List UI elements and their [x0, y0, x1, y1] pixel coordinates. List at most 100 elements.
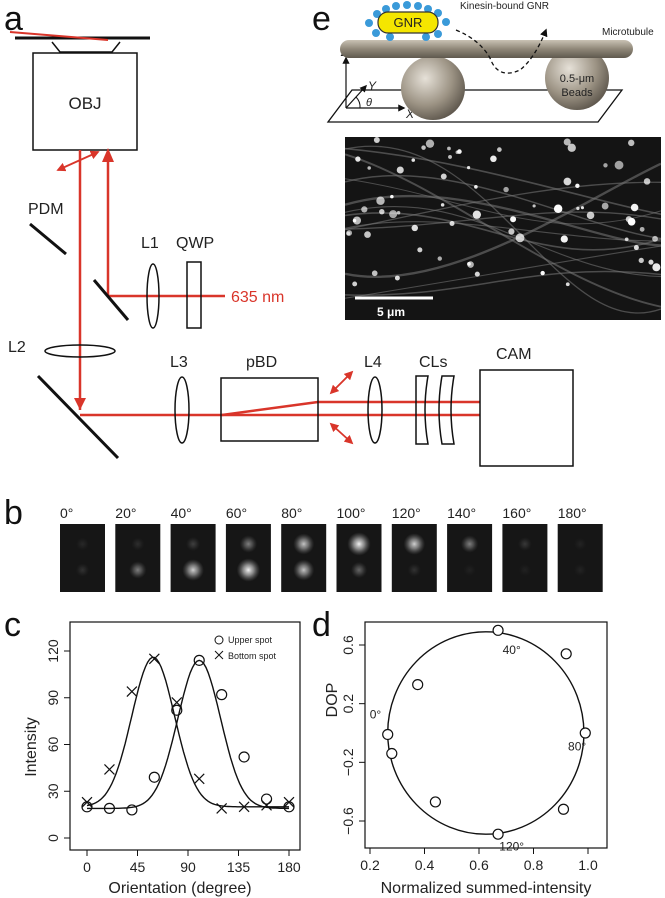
- bead-spot: [373, 137, 380, 143]
- strip-lower-spot: [350, 561, 368, 579]
- strip-lower-spot: [236, 558, 261, 582]
- bead-spot: [371, 270, 378, 277]
- dop-point: [579, 727, 591, 739]
- bead-spot: [474, 185, 478, 189]
- c-ytick-label: 60: [45, 737, 61, 753]
- strip-angle-label: 100°: [337, 505, 366, 521]
- bead-spot: [503, 186, 509, 193]
- cyl-lens-1: [415, 375, 429, 445]
- strip-angle-label: 120°: [392, 505, 421, 521]
- upper-spot-point: [81, 801, 93, 813]
- bead-spot: [411, 158, 416, 162]
- bead-spot: [624, 237, 629, 242]
- micrograph-content: [345, 137, 661, 314]
- mirror-bottom: [36, 374, 120, 460]
- bead-spot: [352, 216, 362, 225]
- evanescent-beam: [9, 31, 109, 41]
- bead-spot: [532, 204, 536, 208]
- d-ytick-label: 0.2: [340, 694, 356, 714]
- bottom-spot-point: [148, 653, 160, 665]
- microtubule-rod: [340, 40, 633, 58]
- microtubule-filament: [345, 178, 661, 225]
- c-ytick-label: 30: [45, 783, 61, 799]
- polarization-arrow-upper: [329, 370, 354, 395]
- bead-spot: [472, 210, 482, 219]
- bead-spot: [601, 202, 609, 210]
- microtubule-label: Microtubule: [602, 27, 654, 38]
- gnr-rod: [377, 11, 439, 34]
- bead-spot: [455, 150, 460, 155]
- dop-angle-annotation: 120°: [499, 839, 524, 853]
- dop-angle-annotation: 0°: [370, 707, 382, 721]
- lens-l4: [367, 376, 383, 444]
- scale-bar-label: 5 μm: [377, 305, 405, 319]
- strip-frame: [502, 524, 548, 592]
- beam-up-arrow: [102, 148, 114, 162]
- d-xtick-label: 1.0: [578, 857, 598, 873]
- bottom-spot-point: [261, 799, 272, 811]
- substrate-plane: [326, 89, 624, 123]
- d-ytick-label: −0.6: [340, 807, 356, 835]
- c-ytick-label: 90: [45, 690, 61, 706]
- l2-label: L2: [8, 339, 26, 356]
- cyl-lens-2: [438, 375, 455, 445]
- bead-spot: [648, 259, 654, 265]
- c-frame: [69, 621, 301, 851]
- c-ytick-label: 120: [45, 639, 61, 663]
- d-xtick-label: 0.8: [524, 857, 544, 873]
- bead-spot: [449, 220, 455, 226]
- fit-upper: [87, 659, 289, 810]
- upper-spot-point: [238, 751, 250, 763]
- bottom-spot-point: [171, 697, 183, 708]
- bead-spot: [586, 211, 595, 220]
- strip-upper-spot: [239, 535, 258, 553]
- dop-angle-annotation: 80°: [568, 740, 586, 754]
- camera-box: [479, 369, 574, 467]
- d-xtick-label: 0.6: [469, 857, 489, 873]
- microtubule-filament: [345, 211, 661, 230]
- obj-label: OBJ: [68, 94, 101, 113]
- beam-split-upper: [221, 400, 319, 417]
- bead-spot: [639, 226, 645, 232]
- bead-spot: [576, 206, 580, 211]
- bottom-spot-point: [283, 796, 295, 808]
- strip-angle-label: 40°: [171, 505, 192, 521]
- strip-angle-label: 80°: [281, 505, 302, 521]
- upper-spot-point: [148, 771, 160, 783]
- panel-label-a: a: [4, 0, 23, 38]
- panel-b: b 0°20°40°60°80°100°120°140°160°180°: [4, 494, 603, 592]
- c-xtick-label: 90: [180, 859, 196, 875]
- bead-spot: [638, 257, 644, 264]
- d-xtick-label: 0.2: [360, 857, 380, 873]
- bead-spot: [440, 173, 447, 180]
- bottom-spot-point: [238, 801, 250, 813]
- bead-spot: [390, 194, 394, 199]
- strip-lower-spot: [518, 563, 532, 577]
- strip-angle-label: 160°: [502, 505, 531, 521]
- bead-spot: [396, 210, 401, 215]
- d-ytick-label: 0.6: [340, 635, 356, 655]
- strip-angle-label: 20°: [115, 505, 136, 521]
- strip-angle-label: 60°: [226, 505, 247, 521]
- bead-spot: [440, 203, 445, 207]
- pbd-box: [220, 377, 319, 442]
- bead-spot: [447, 146, 451, 151]
- strip-angle-label: 0°: [60, 505, 73, 521]
- strip-frame: [170, 524, 216, 592]
- bottom-spot-point: [216, 802, 228, 814]
- polarization-arrow-lower: [329, 422, 354, 445]
- polarization-arrow-obj: [56, 150, 100, 172]
- panel-a: a OBJ 635 nm PDM L1 QWP L2: [4, 0, 574, 467]
- strip-frame: [60, 524, 105, 592]
- microtubule-filament: [345, 245, 661, 299]
- bead-label: Beads: [561, 87, 593, 99]
- bead-spot: [376, 196, 385, 205]
- bead-spot: [411, 224, 418, 232]
- lens-l2: [44, 344, 116, 358]
- bead-2: [545, 46, 609, 110]
- lens-l3: [174, 376, 190, 444]
- microtubule-filament: [345, 270, 661, 296]
